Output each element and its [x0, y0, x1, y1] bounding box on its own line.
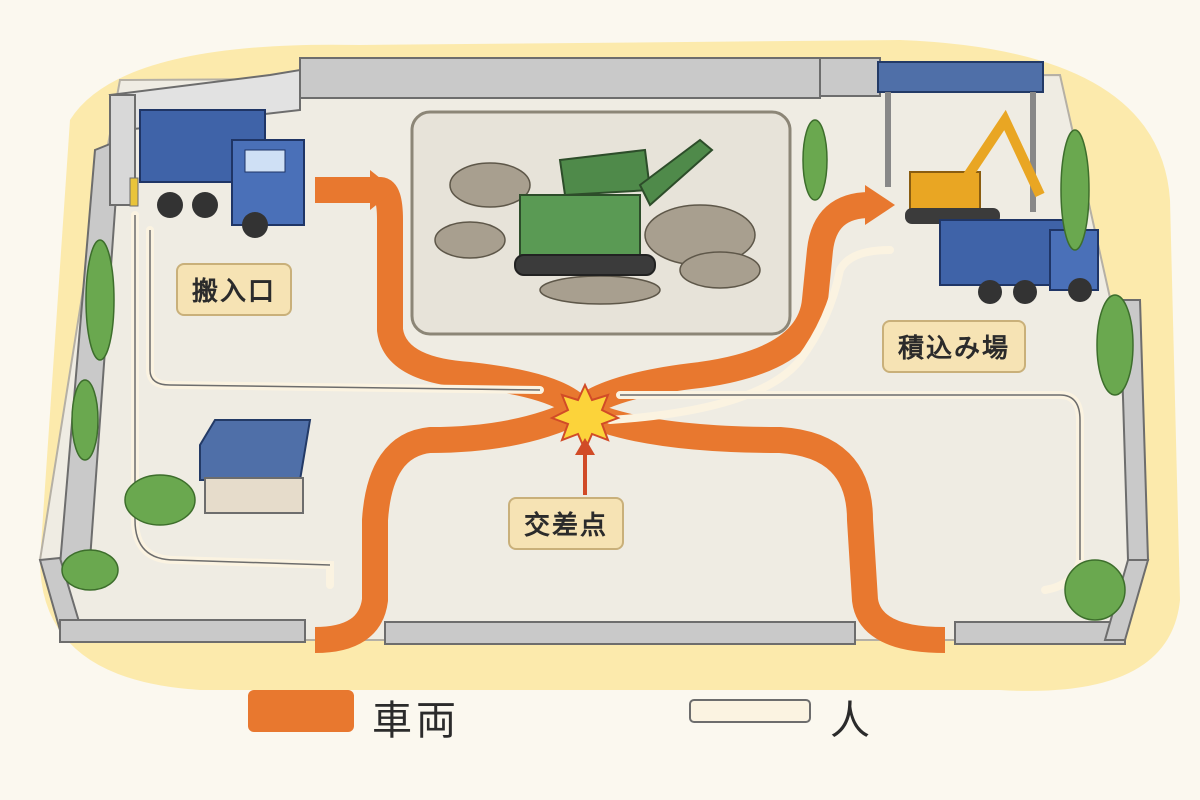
label-loading-area: 積込み場 [882, 320, 1027, 373]
legend-label-vehicle: 車両 [372, 698, 460, 744]
label-entrance: 搬入口 [176, 263, 293, 316]
vehicle-paths [314, 177, 946, 653]
legend-swatch-person [689, 699, 811, 723]
vehicle-path-exit-left [314, 398, 586, 653]
vehicle-path-entrance [315, 177, 591, 419]
rubble-piles [434, 162, 761, 305]
label-intersection: 交差点 [508, 497, 625, 550]
legend-swatch-vehicle [248, 690, 354, 732]
loading-shed [877, 61, 1044, 212]
crusher-machine [514, 138, 714, 276]
vehicle-path-exit-right [574, 398, 946, 653]
person-path-loading [606, 246, 894, 424]
intersection-pointer [575, 438, 595, 495]
person-paths-outline [134, 215, 1081, 566]
legend-label-person: 人 [830, 698, 874, 744]
vehicle-path-arrowheads [370, 170, 895, 225]
excavator [905, 109, 1045, 224]
trees [61, 119, 1134, 621]
office-building [199, 419, 312, 514]
vehicle-path-loading [571, 192, 871, 421]
dump-truck-entrance [139, 109, 305, 238]
